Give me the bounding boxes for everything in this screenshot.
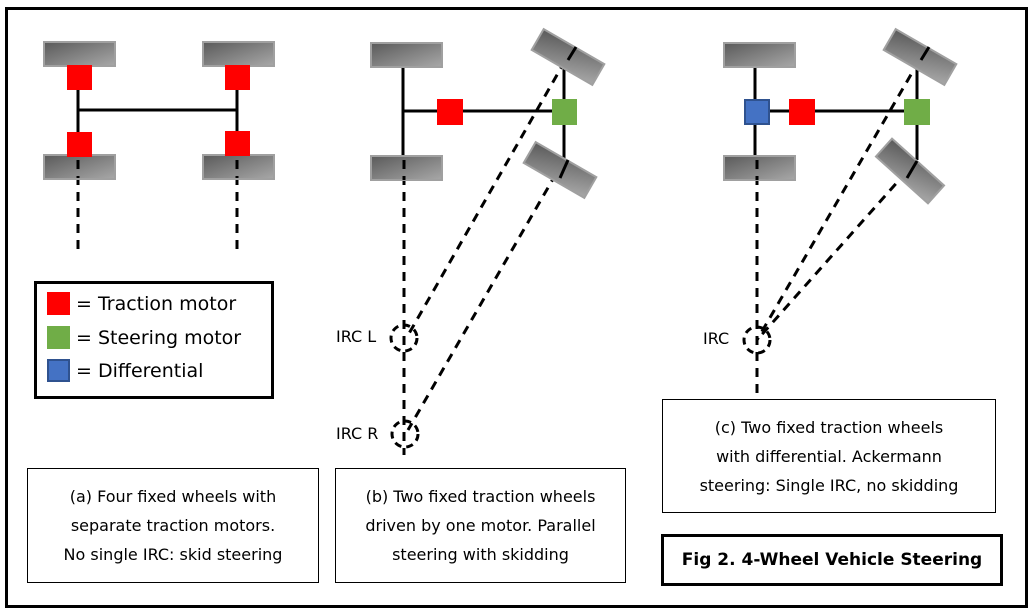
legend-label: = Traction motor	[76, 292, 237, 315]
irc-line-front-left	[755, 46, 929, 341]
traction-motor-swatch-icon	[47, 292, 70, 315]
differential	[744, 99, 770, 125]
wheel-front-left	[43, 41, 116, 67]
irc-left-marker	[389, 323, 419, 353]
wheel-front-right	[202, 41, 275, 67]
traction-motor-rear-left	[67, 132, 92, 157]
traction-motor	[437, 99, 463, 125]
steering-motor	[904, 99, 930, 125]
wheel-rear-left	[370, 42, 443, 68]
traction-motor	[789, 99, 815, 125]
steering-motor	[552, 99, 577, 125]
irc-line-front-right	[755, 159, 919, 341]
legend-item-differential: = Differential	[47, 359, 203, 382]
irc-right-label: IRC R	[336, 424, 379, 443]
differential-swatch-icon	[47, 359, 70, 382]
legend-label: = Steering motor	[76, 326, 242, 349]
wheel-rear-right	[370, 155, 443, 181]
irc-marker	[742, 325, 772, 355]
irc-left-label: IRC L	[336, 327, 377, 346]
legend-label: = Differential	[76, 359, 204, 382]
traction-motor-rear-right	[225, 131, 250, 156]
caption-panel-a: (a) Four fixed wheels with separate trac…	[27, 468, 319, 583]
figure-title: Fig 2. 4-Wheel Vehicle Steering	[661, 534, 1003, 586]
legend-item-steering-motor: = Steering motor	[47, 326, 241, 349]
legend-item-traction-motor: = Traction motor	[47, 292, 236, 315]
wheel-front-left-steered	[530, 27, 606, 87]
irc-label: IRC	[703, 329, 730, 348]
irc-line-right	[406, 159, 566, 431]
steering-motor-swatch-icon	[47, 326, 70, 349]
irc-line-left	[405, 46, 575, 338]
caption-panel-c: (c) Two fixed traction wheels with diffe…	[662, 399, 996, 513]
panel-b-vehicle	[370, 27, 606, 455]
legend: = Traction motor = Steering motor = Diff…	[34, 281, 274, 399]
wheel-rear-right	[723, 155, 796, 181]
caption-panel-b: (b) Two fixed traction wheels driven by …	[335, 468, 626, 583]
panel-c-vehicle	[723, 27, 958, 395]
wheel-rear-left	[723, 42, 796, 68]
wheel-front-right-steered	[522, 140, 598, 200]
panel-a-vehicle	[43, 41, 275, 250]
traction-motor-front-left	[67, 65, 92, 90]
irc-right-marker	[390, 419, 420, 449]
wheel-front-left-steered	[882, 27, 958, 87]
traction-motor-front-right	[225, 65, 250, 90]
